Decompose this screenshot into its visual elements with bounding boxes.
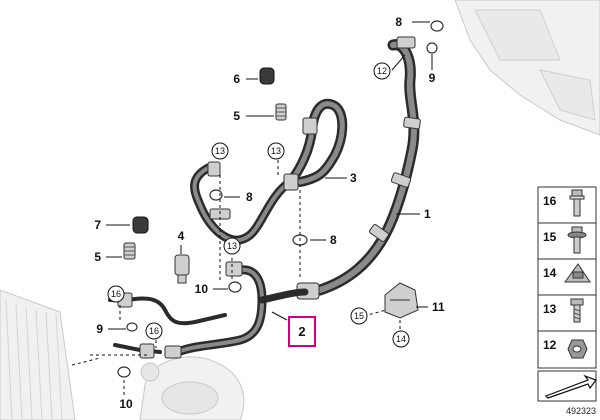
svg-text:13: 13 xyxy=(215,146,225,156)
callout-3: 3 xyxy=(350,171,357,185)
refrigerant-line-3[interactable] xyxy=(190,98,348,245)
callouts: 8 9 6 5 3 8 1 8 7 4 5 10 11 9 10 xyxy=(94,15,445,411)
circle-15: 15 xyxy=(350,307,368,325)
callout-7: 7 xyxy=(94,218,101,232)
circle-12: 12 xyxy=(373,62,391,80)
callout-8-low: 8 xyxy=(330,233,337,247)
valve-5-lower-icon xyxy=(123,242,136,260)
callout-11: 11 xyxy=(432,300,445,314)
hex-nut-icon xyxy=(567,339,588,359)
callout-4: 4 xyxy=(178,229,185,243)
svg-text:16: 16 xyxy=(149,326,159,336)
svg-text:13: 13 xyxy=(227,241,237,251)
legend-item-14[interactable]: 14 xyxy=(543,263,591,283)
legend-item-12[interactable]: 12 xyxy=(543,338,588,359)
callout-9-top: 9 xyxy=(429,71,436,85)
svg-text:13: 13 xyxy=(271,146,281,156)
diagram-reference-number: 492323 xyxy=(566,406,596,416)
refrigerant-line-1[interactable] xyxy=(296,36,421,300)
svg-text:14: 14 xyxy=(396,334,406,344)
bolt-flange-icon xyxy=(569,189,585,217)
bracket-11-icon xyxy=(384,282,419,319)
leader-lines xyxy=(71,21,433,396)
svg-text:15: 15 xyxy=(354,311,364,321)
circle-16-b: 16 xyxy=(145,322,163,340)
callout-9-low: 9 xyxy=(96,322,103,336)
fastener-legend: 16 15 14 13 xyxy=(537,186,597,369)
callout-8-top: 8 xyxy=(395,15,402,29)
condenser-pipe[interactable] xyxy=(108,292,227,359)
circle-13-c: 13 xyxy=(223,237,241,255)
condenser-icon xyxy=(0,289,76,420)
callout-5-upper: 5 xyxy=(233,109,240,123)
callout-2: 2 xyxy=(298,324,305,339)
legend-item-16[interactable]: 16 xyxy=(543,189,585,217)
hvac-box-icon xyxy=(454,0,600,136)
svg-text:12: 12 xyxy=(543,338,557,352)
callout-10-mid: 10 xyxy=(195,282,209,296)
pressure-sensor-4-icon xyxy=(174,254,190,284)
bolt-washer-icon xyxy=(567,226,587,254)
screw-icon xyxy=(570,298,584,323)
valve-5-upper-icon xyxy=(275,103,287,121)
svg-text:16: 16 xyxy=(111,289,121,299)
callout-2-highlight[interactable]: 2 xyxy=(288,316,316,347)
compressor-icon xyxy=(139,356,245,420)
circle-13-b: 13 xyxy=(267,142,285,160)
circle-16-a: 16 xyxy=(107,285,125,303)
o-rings xyxy=(117,20,444,378)
cap-7-icon xyxy=(132,216,149,234)
circle-14: 14 xyxy=(392,330,410,348)
callout-8-mid: 8 xyxy=(246,190,253,204)
callout-1: 1 xyxy=(424,207,431,221)
svg-text:16: 16 xyxy=(543,194,557,208)
callout-10-low: 10 xyxy=(119,397,133,411)
highlight-box xyxy=(288,316,316,347)
svg-text:13: 13 xyxy=(543,302,557,316)
svg-text:15: 15 xyxy=(543,230,557,244)
circle-13-a: 13 xyxy=(211,142,229,160)
callout-6: 6 xyxy=(233,72,240,86)
nav-arrow-button[interactable] xyxy=(537,370,597,402)
callout-5-lower: 5 xyxy=(94,250,101,264)
refrigerant-line-2[interactable] xyxy=(164,261,309,359)
circled-callouts: 12 13 13 13 15 14 16 16 xyxy=(107,62,410,348)
legend-item-15[interactable]: 15 xyxy=(543,226,587,254)
clip-nut-icon xyxy=(564,263,591,283)
arrow-icon xyxy=(544,374,597,399)
cap-6-icon xyxy=(259,67,275,85)
svg-text:14: 14 xyxy=(543,266,557,280)
svg-text:12: 12 xyxy=(377,66,387,76)
legend-item-13[interactable]: 13 xyxy=(543,298,584,323)
